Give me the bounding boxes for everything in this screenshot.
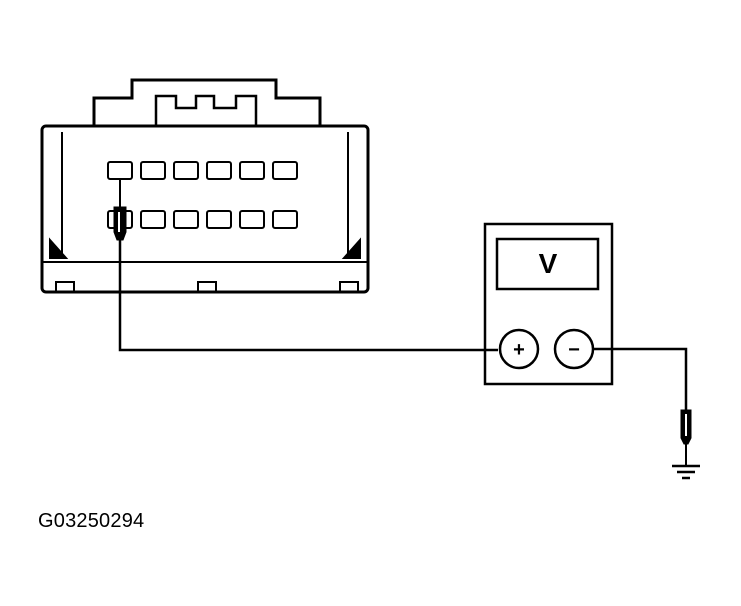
positive-terminal-label: + xyxy=(513,339,525,361)
negative-lead-wire xyxy=(593,347,688,410)
positive-lead-wire xyxy=(118,240,498,352)
negative-lead xyxy=(593,347,700,480)
positive-probe xyxy=(113,180,498,352)
pin-cavity xyxy=(173,161,199,180)
pin-cavity xyxy=(140,210,166,229)
negative-terminal-label: − xyxy=(568,339,580,361)
pin-cavity xyxy=(173,210,199,229)
pin-cavity xyxy=(272,161,298,180)
connector-foot xyxy=(197,281,217,293)
multimeter-display xyxy=(495,237,600,291)
connector-foot xyxy=(339,281,359,293)
connector-corner-right xyxy=(341,237,361,259)
connector-latch-clip xyxy=(154,94,258,128)
pin-cavity xyxy=(272,210,298,229)
pin-cavity xyxy=(140,161,166,180)
pin-cavity xyxy=(206,210,232,229)
connector-corner-left xyxy=(49,237,69,259)
pin-cavity xyxy=(239,161,265,180)
multimeter: V + − xyxy=(483,222,614,386)
positive-terminal xyxy=(498,328,540,370)
multimeter-body xyxy=(483,222,614,386)
connector-inner-wall xyxy=(42,132,368,263)
pin-cavity xyxy=(107,161,133,180)
meter-display-unit: V xyxy=(539,248,558,279)
connector-latch xyxy=(92,78,322,126)
connector-foot xyxy=(55,281,75,293)
figure-id: G03250294 xyxy=(38,510,145,532)
ground-symbol-icon xyxy=(672,464,700,480)
pin-cavity xyxy=(206,161,232,180)
connector xyxy=(40,78,370,294)
connector-body xyxy=(40,124,370,294)
pin-cavity xyxy=(239,210,265,229)
